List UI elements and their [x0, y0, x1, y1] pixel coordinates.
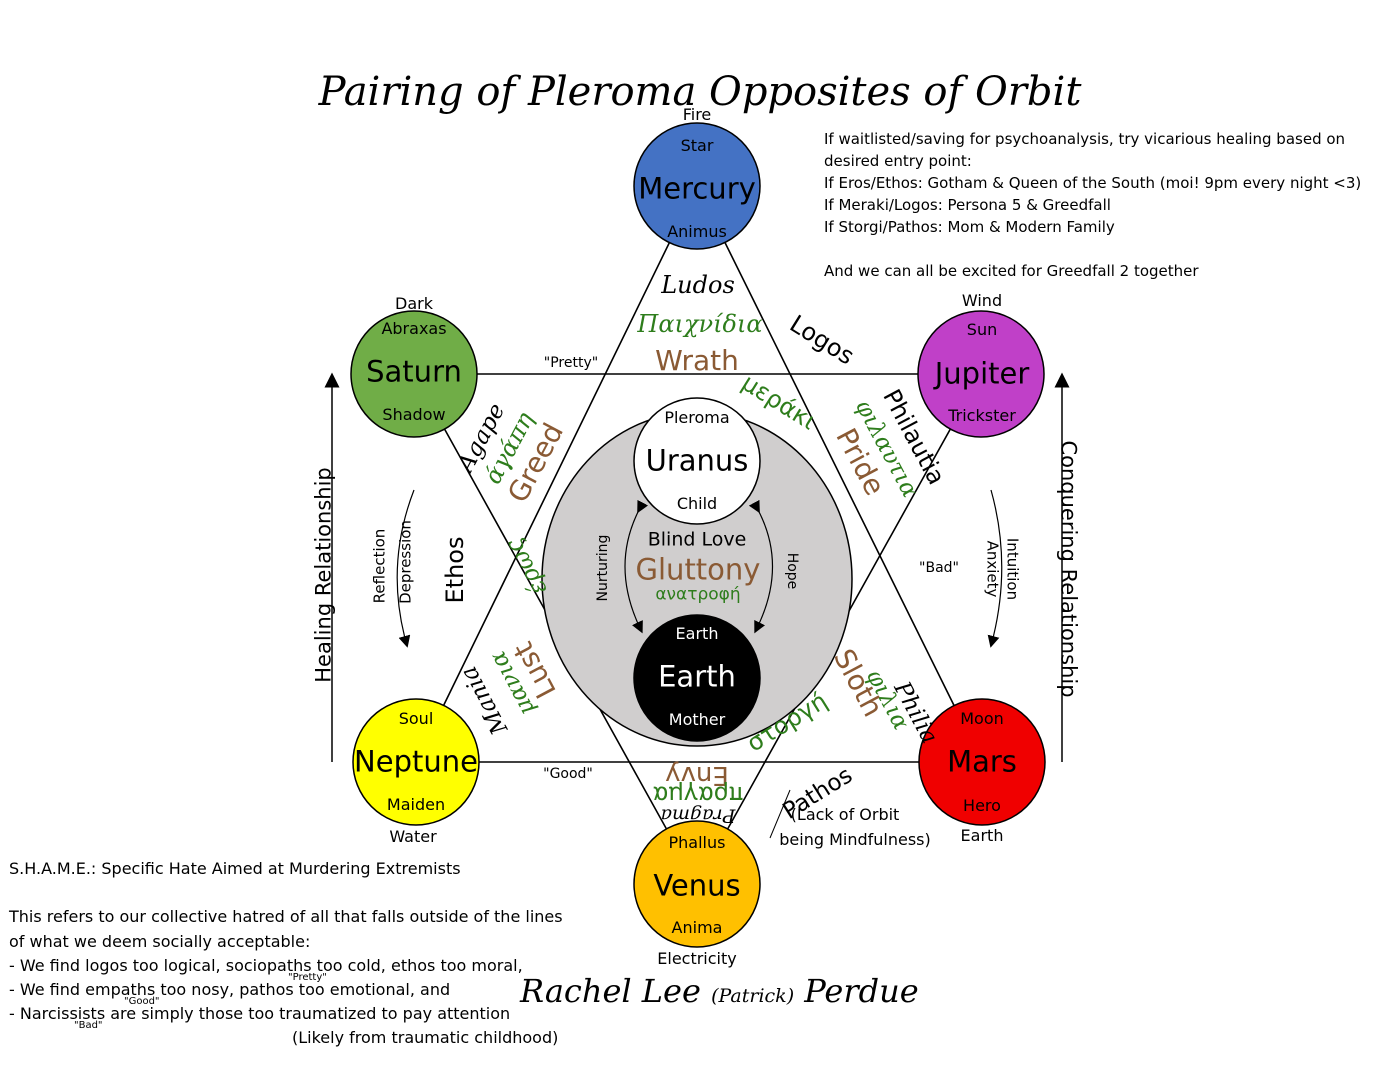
pragma-label: Pragma — [660, 804, 736, 827]
jupiter-circle[interactable] — [917, 310, 1045, 438]
neptune-bottom: Maiden — [386, 795, 446, 814]
note-line — [824, 238, 1361, 260]
triangle-up — [414, 184, 984, 763]
sup-good: "Good" — [124, 996, 160, 1007]
shame-line: - We find logos too logical, sociopaths … — [9, 956, 523, 975]
saturn-bottom: Shadow — [382, 405, 446, 424]
neptune-outer: Water — [389, 827, 437, 846]
healing-relationship-label: Healing Relationship — [311, 467, 336, 683]
lack-of-orbit-line2: being Mindfulness) — [779, 830, 931, 849]
saturn-name: Saturn — [366, 354, 462, 389]
vicarious-healing-note: If waitlisted/saving for psychoanalysis,… — [824, 128, 1361, 282]
ethos-label: Ethos — [441, 536, 469, 604]
pretty-quote: "Pretty" — [543, 355, 599, 371]
nurturing-arrow — [624, 499, 649, 634]
lack-of-orbit-line1: (Lack of Orbit — [790, 805, 900, 824]
venus-circle[interactable] — [633, 820, 761, 948]
uranus-circle[interactable] — [633, 397, 761, 525]
author-signature: Rachel Lee (Patrick) Perdue — [520, 975, 919, 1007]
mercury-name: Mercury — [638, 171, 756, 206]
neptune-circle[interactable] — [352, 698, 480, 826]
note-line: If Storgi/Pathos: Mom & Modern Family — [824, 218, 1115, 236]
depression-label: Depression — [396, 520, 415, 604]
conquering-relationship-label: Conquering Relationship — [1056, 440, 1081, 698]
shame-line: (Likely from traumatic childhood) — [292, 1028, 559, 1047]
mercury-circle[interactable] — [633, 122, 761, 250]
jupiter-top: Sun — [966, 320, 998, 339]
note-line: desired entry point: — [824, 152, 972, 170]
reflection-label: Reflection — [370, 528, 389, 604]
uranus-name: Uranus — [645, 443, 749, 478]
neptune-top: Soul — [398, 709, 434, 728]
jupiter-name: Jupiter — [934, 356, 1030, 391]
mars-top: Moon — [960, 709, 1004, 728]
pathos-pointer — [769, 789, 791, 839]
mars-name: Mars — [947, 744, 1017, 779]
nurturing-label: Nurturing — [595, 534, 611, 602]
author-middle: (Patrick) — [711, 985, 795, 1007]
bad-quote: "Bad" — [919, 560, 959, 576]
wrath-label: Wrath — [655, 344, 739, 377]
earth-bottom: Mother — [668, 710, 726, 729]
shame-definition: S.H.A.M.E.: Specific Hate Aimed at Murde… — [9, 859, 461, 878]
jupiter-bottom: Trickster — [948, 406, 1016, 425]
blind-love-label: Blind Love — [647, 528, 747, 551]
saturn-circle[interactable] — [350, 310, 478, 438]
earth-circle[interactable] — [633, 614, 761, 742]
note-line: If Eros/Ethos: Gotham & Queen of the Sou… — [824, 174, 1362, 192]
gluttony-label: Gluttony — [635, 552, 761, 587]
shame-line: - We find empaths too nosy, pathos too e… — [9, 980, 451, 999]
venus-outer: Electricity — [657, 949, 737, 968]
mercury-top: Star — [680, 136, 714, 155]
mercury-outer: Fire — [682, 105, 712, 124]
uranus-top: Pleroma — [664, 408, 730, 427]
venus-name: Venus — [653, 868, 741, 903]
saturn-outer: Dark — [395, 294, 433, 313]
reflection-arrow — [396, 489, 415, 648]
jupiter-outer: Wind — [961, 291, 1003, 310]
anxiety-label: Anxiety — [983, 540, 1002, 598]
ludos-greek: Παιχνίδια — [637, 310, 763, 338]
uranus-bottom: Child — [676, 494, 718, 513]
shame-line: This refers to our collective hatred of … — [9, 907, 563, 926]
mars-bottom: Hero — [963, 796, 1001, 815]
good-quote: "Good" — [543, 766, 593, 782]
earth-top: Earth — [675, 624, 719, 643]
mercury-bottom: Animus — [667, 222, 727, 241]
neptune-name: Neptune — [354, 744, 478, 779]
hope-arrow — [748, 499, 774, 634]
venus-top: Phallus — [668, 833, 726, 852]
shame-line: of what we deem socially acceptable: — [9, 932, 311, 951]
note-line: If Meraki/Logos: Persona 5 & Greedfall — [824, 196, 1111, 214]
ludos-label: Ludos — [661, 271, 735, 299]
note-line: And we can all be excited for Greedfall … — [824, 262, 1199, 280]
note-line: If waitlisted/saving for psychoanalysis,… — [824, 130, 1346, 148]
sup-bad: "Bad" — [74, 1020, 103, 1031]
center-greek-label: ανατροφή — [655, 584, 741, 605]
shame-line: - Narcissists are simply those too traum… — [9, 1004, 511, 1023]
earth-name: Earth — [658, 659, 736, 694]
venus-bottom: Anima — [671, 918, 723, 937]
author-last: Perdue — [804, 972, 919, 1010]
intuition-arrow — [987, 489, 1003, 648]
pragma-greek: πραγμα — [652, 781, 744, 809]
author-first: Rachel Lee — [520, 972, 701, 1010]
intuition-label: Intuition — [1003, 537, 1022, 601]
mars-circle[interactable] — [918, 698, 1046, 826]
hope-label: Hope — [784, 552, 800, 590]
mars-outer: Earth — [960, 826, 1004, 845]
sup-pretty: "Pretty" — [288, 972, 327, 983]
saturn-top: Abraxas — [381, 319, 447, 338]
page-title: Pairing of Pleroma Opposites of Orbit — [318, 69, 1082, 115]
